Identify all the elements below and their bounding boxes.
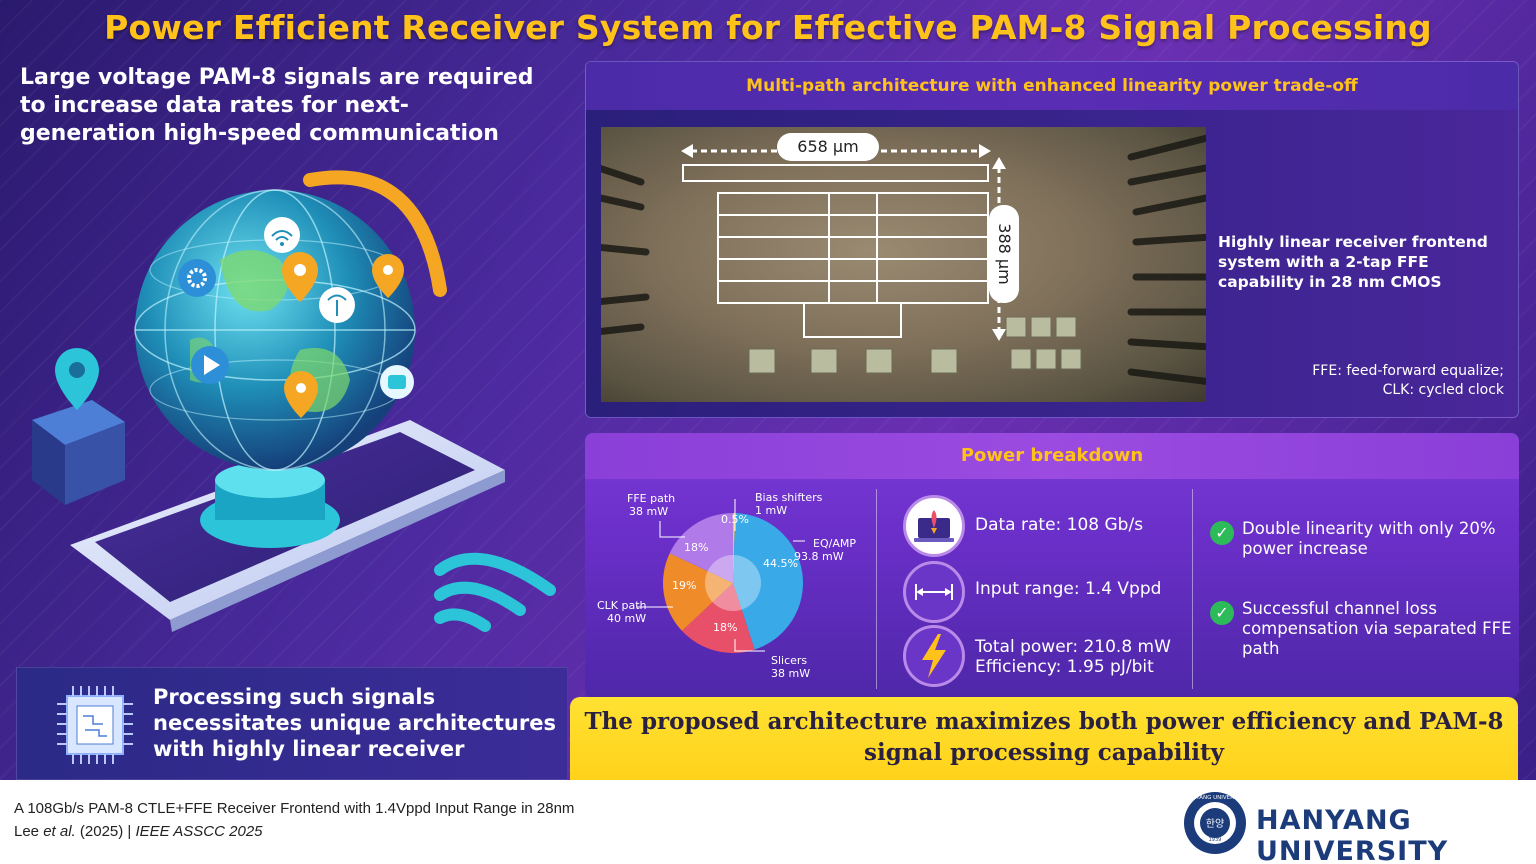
conclusion-banner: The proposed architecture maximizes both… — [570, 697, 1518, 780]
input-range-text: Input range: 1.4 Vppd — [975, 579, 1162, 599]
play-icon — [191, 346, 229, 384]
antenna-icon — [319, 287, 355, 323]
clk-percent: 19% — [672, 579, 697, 592]
chip-icon — [57, 686, 133, 764]
abbreviation-note: FFE: feed-forward equalize; CLK: cycled … — [1312, 363, 1504, 398]
intro-text: Large voltage PAM-8 signals are required… — [20, 65, 534, 146]
wifi-signal-icon — [434, 552, 556, 632]
input-range-row: Input range: 1.4 Vppd — [903, 561, 1203, 623]
laptop-rocket-icon — [903, 495, 965, 557]
seal-ring-text: HANYANG UNIVERSITY — [1184, 795, 1246, 801]
pie-slice-eq — [733, 513, 803, 650]
main-title: Power Efficient Receiver System for Effe… — [104, 8, 1432, 47]
architecture-header: Multi-path architecture with enhanced li… — [586, 62, 1518, 110]
data-rate-text: Data rate: 108 Gb/s — [975, 515, 1144, 535]
height-dimension-label: 388 μm — [989, 205, 1019, 303]
location-marker-box — [32, 348, 125, 505]
university-seal: 한양 1939 HANYANG UNIVERSITY — [1184, 792, 1246, 854]
location-pin-icon — [282, 252, 404, 418]
processing-note-box: Processing such signals necessitates uni… — [16, 667, 568, 780]
total-power-text: Total power: 210.8 mW Efficiency: 1.95 p… — [975, 637, 1171, 677]
battery-icon — [380, 365, 414, 399]
paper-title: A 108Gb/s PAM-8 CTLE+FFE Receiver Fronte… — [14, 800, 575, 817]
divider-right — [1192, 489, 1193, 689]
pie-slice-clk — [663, 553, 733, 631]
citation: Lee et al. (2025) | IEEE ASSCC 2025 — [14, 823, 263, 840]
divider-left — [876, 489, 877, 689]
orbit-ring — [303, 170, 447, 297]
architecture-description: Highly linear receiver frontend system w… — [1218, 233, 1488, 291]
processing-note-text: Processing such signals necessitates uni… — [153, 685, 556, 761]
power-breakdown-header: Power breakdown — [585, 433, 1519, 479]
gear-icon — [178, 259, 216, 297]
arrows-horizontal-icon — [903, 561, 965, 623]
benefit-linearity-text: Double linearity with only 20% power inc… — [1242, 519, 1496, 558]
bias-percent: 0.5% — [721, 513, 749, 526]
check-icon: ✓ — [1210, 601, 1234, 625]
ffe-percent: 18% — [684, 541, 709, 554]
architecture-panel: Multi-path architecture with enhanced li… — [585, 61, 1519, 418]
check-icon: ✓ — [1210, 521, 1234, 545]
eq-percent: 44.5% — [763, 557, 798, 570]
university-name: HANYANG UNIVERSITY — [1256, 805, 1449, 864]
seal-center-text: 한양 — [1206, 818, 1224, 830]
benefit-channel-loss-text: Successful channel loss compensation via… — [1242, 599, 1512, 658]
globe-phone-illustration — [32, 170, 556, 632]
width-dimension-label: 658 μm — [777, 133, 879, 161]
wifi-icon — [264, 217, 300, 253]
total-power-row: Total power: 210.8 mW Efficiency: 1.95 p… — [903, 625, 1203, 687]
pie-slice-ffe — [669, 513, 733, 583]
die-photo: 658 μm 388 μm — [601, 127, 1206, 402]
data-rate-row: Data rate: 108 Gb/s — [903, 495, 1203, 557]
pie-slice-slicers — [681, 583, 755, 653]
infographic-poster: Power Efficient Receiver System for Effe… — [0, 0, 1536, 780]
lightning-icon — [903, 625, 965, 687]
slicers-percent: 18% — [713, 621, 738, 634]
seal-year: 1939 — [1209, 837, 1222, 843]
